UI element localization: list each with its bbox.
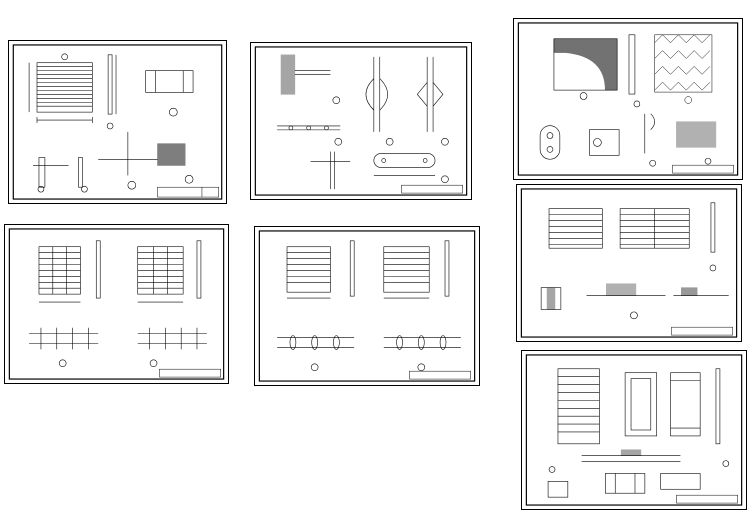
- rail-plan-b: [137, 327, 207, 368]
- grille-elevation-e: [548, 208, 603, 249]
- grille-section-c: [349, 240, 355, 297]
- plate-detail: [373, 153, 449, 184]
- drawing-sheet-3: [513, 18, 743, 180]
- sheet-4-drawing: [8, 228, 225, 380]
- lower-details: [33, 131, 194, 193]
- lantern-plate-2: [416, 56, 449, 146]
- drawing-sheet-5: [254, 226, 480, 386]
- door-section: [715, 368, 730, 467]
- mesh-panel: [654, 34, 713, 104]
- sheet-3-drawing: [517, 22, 739, 176]
- threshold-details: [547, 449, 701, 498]
- sheet-2-drawing: [254, 46, 468, 196]
- post-detail: [310, 151, 351, 190]
- grille-elevation-c: [286, 246, 331, 299]
- plan-detail: [145, 70, 194, 117]
- grille-elevation-b: [137, 246, 184, 303]
- title-block: [672, 164, 734, 174]
- sheet-5-drawing: [258, 230, 476, 382]
- lantern-rail-a: [277, 335, 355, 371]
- arched-panel: [553, 38, 618, 100]
- title-block: [401, 184, 463, 194]
- door-elevation-c: [670, 372, 701, 437]
- grille-section-e: [709, 202, 717, 272]
- drawing-sheet-6: [516, 184, 742, 342]
- title-block: [157, 186, 219, 198]
- door-elevation-b: [624, 372, 658, 437]
- title-block: [409, 370, 471, 380]
- sheet-7-drawing: [525, 354, 743, 506]
- drawing-sheet-7: [521, 350, 747, 510]
- door-elevation-a: [557, 368, 600, 445]
- title-block: [676, 494, 738, 504]
- grille-elevation: [28, 53, 93, 123]
- bar-plan: [277, 125, 343, 146]
- sheet-1-drawing: [12, 44, 223, 200]
- lantern-rail-b: [383, 335, 461, 371]
- grille-section-b: [196, 240, 202, 299]
- grille-section-d: [444, 240, 450, 297]
- drawing-sheet-1: [8, 40, 227, 204]
- grille-elevation-d: [383, 246, 430, 299]
- grille-elevation-a: [38, 246, 81, 303]
- lantern-plate-1: [365, 56, 394, 146]
- title-block: [159, 368, 221, 378]
- lower-details: [539, 113, 717, 167]
- base-details: [540, 283, 729, 320]
- side-section: [628, 34, 641, 108]
- sheet-6-drawing: [520, 188, 738, 338]
- grille-section-a: [95, 240, 101, 299]
- drawing-sheet-4: [4, 224, 229, 384]
- grille-elevation-f: [619, 208, 690, 249]
- anchor-detail: [280, 54, 341, 105]
- title-block: [671, 326, 733, 336]
- section-view: [106, 54, 117, 130]
- rail-plan-a: [29, 327, 99, 368]
- drawing-sheet-2: [250, 42, 472, 200]
